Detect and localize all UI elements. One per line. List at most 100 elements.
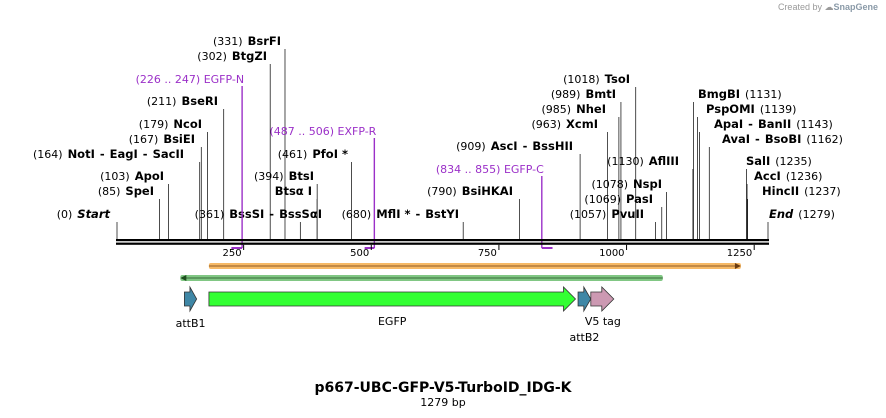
feature-label-egfp: EGFP [378, 315, 407, 328]
site-label-part: (1139) [760, 103, 797, 116]
map-title: p667-UBC-GFP-V5-TurboID_IDG-K [314, 380, 572, 396]
site-label-part: BtgZI [232, 49, 267, 63]
site-label-part: - [143, 147, 148, 161]
ruler-tick-label: 250 [223, 248, 242, 259]
site-label-part: (179) [139, 118, 169, 131]
primer-label-226-247-egfp-n: (226 .. 247) EGFP-N [136, 73, 244, 86]
site-label-part: (361) [195, 208, 225, 221]
site-label-part: SpeI [125, 184, 154, 198]
site-label-part: (680) [342, 208, 372, 221]
site-label-989-bmti: (989)BmtI [551, 87, 616, 101]
site-label-0-start: (0) Start [57, 207, 111, 221]
site-label-part: PvuII [611, 207, 644, 221]
snapgene-logo-icon: ☁ [824, 2, 834, 12]
site-label-part: (167) [129, 133, 159, 146]
site-label-part: (1235) [775, 155, 812, 168]
site-label-part: - [269, 207, 274, 221]
site-label-part: AvaI [722, 132, 750, 146]
site-label-part: (1078) [591, 178, 628, 191]
site-label-hincii-1237: HincII(1237) [762, 184, 841, 198]
site-label-part: BmgBI [698, 87, 740, 101]
site-label-part: TsoI [605, 72, 630, 86]
site-label-part: (211) [147, 95, 177, 108]
site-label-part: AflIII [649, 154, 679, 168]
site-label-part: (909) [456, 140, 486, 153]
site-label-331-bsrfi: (331) BsrFI [213, 34, 281, 48]
site-label-1018-tsoi: (1018) TsoI [563, 72, 630, 86]
site-label-302-btgzi: (302)BtgZI [197, 49, 267, 63]
site-label-part: BsoBI [765, 132, 802, 146]
site-label-part: BssHII [532, 139, 573, 153]
primers: (226 .. 247) EGFP-N (487 .. 506) EXFP-R (8… [136, 73, 553, 249]
site-label-461-pfoi: (461)PfoI * [278, 147, 348, 161]
site-label-part: - [755, 132, 760, 146]
site-label-part: NheI [576, 102, 606, 116]
site-label-167-bsiei: (167) BsiEI [129, 132, 195, 146]
feature-v5-tag [590, 286, 615, 312]
site-label-part: (1131) [745, 88, 782, 101]
site-label-part: Start [77, 207, 110, 221]
site-label-sali-1235: SalI(1235) [746, 154, 812, 168]
site-label-part: (989) [551, 88, 581, 101]
site-label-part: BssSI [229, 207, 264, 221]
ruler-tick-label: 500 [350, 248, 369, 259]
feature-label-v5-tag: V5 tag [585, 315, 621, 328]
site-label-part: BsiEI [163, 132, 195, 146]
orfs [180, 263, 741, 281]
site-label-part: ApoI [135, 169, 164, 183]
site-label-part: BsiHKAI [462, 184, 513, 198]
site-label-part: BanII [758, 117, 791, 131]
site-label-part: XcmI [566, 117, 598, 131]
feature-attb1 [184, 285, 198, 313]
site-label-part: (331) [213, 35, 243, 48]
site-label-part: (1130) [607, 155, 644, 168]
site-label-part: (1057) [570, 208, 607, 221]
site-label-part: ApaI [714, 117, 743, 131]
site-label-part: BstYI [425, 207, 459, 221]
orf-reverse-arrow-icon [180, 275, 187, 281]
site-label-85-spei: (85)SpeI [98, 184, 154, 198]
site-label-pspomi-1139: PspOMI(1139) [706, 102, 796, 116]
site-label-part: (1069) [584, 193, 621, 206]
ruler-tick-label: 1000 [599, 248, 624, 259]
site-label-part: (1279) [798, 208, 835, 221]
site-label-acci-1236: AccI(1236) [754, 169, 822, 183]
site-labels: (0)Start(85)SpeI(103)ApoI(164)NotI-EagI-… [33, 34, 843, 221]
sequence-backbone-top [116, 239, 769, 242]
site-label-apai-banii-1143: ApaI-BanII(1143) [714, 117, 833, 131]
primer-bar [231, 247, 243, 249]
primer-bar [541, 247, 553, 249]
site-label-part: (1018) [563, 73, 600, 86]
site-leader-lines [116, 49, 769, 239]
primer-bar [364, 247, 375, 249]
site-label-part: (985) [542, 103, 572, 116]
primer-label-834-855-egfp-c: (834 .. 855) EGFP-C [436, 163, 544, 176]
site-label-part: End [769, 207, 794, 221]
site-label-part: BsrFI [248, 34, 281, 48]
site-label-part: NotI [68, 147, 95, 161]
site-label-part: (461) [278, 148, 308, 161]
site-label-part: - [523, 139, 528, 153]
site-label-avai-bsobi-1162: AvaI-BsoBI(1162) [722, 132, 843, 146]
primer-label-487-506-exfp-r: (487 .. 506) EXFP-R [269, 125, 376, 138]
feature-label-attb1: attB1 [176, 317, 206, 330]
site-label-909-asci-bsshii: (909)AscI-BssHII [456, 139, 573, 153]
orf-forward-arrow-icon [734, 263, 741, 269]
feature-attb2 [577, 285, 592, 313]
site-label-985-nhei: (985) NheI [542, 102, 606, 116]
site-label-part: SacII [153, 147, 184, 161]
site-label-part: (0) [57, 208, 73, 221]
site-label-part: (164) [33, 148, 63, 161]
site-label-bmgbi-1131: BmgBI (1131) [698, 87, 782, 101]
site-label-part: HincII [762, 184, 799, 198]
ruler-tick-label: 750 [478, 248, 497, 259]
site-label-end-1279: End (1279) [769, 207, 835, 221]
site-label-part: (1236) [786, 170, 823, 183]
site-label-part: Btsα I [275, 184, 312, 198]
site-label-part: BssSαI [279, 207, 322, 221]
site-label-790-bsihkai: (790)BsiHKAI [427, 184, 513, 198]
site-label-part: NcoI [173, 117, 202, 131]
site-label-963-xcmi: (963)XcmI [531, 117, 598, 131]
site-label-part: BseRI [181, 94, 218, 108]
